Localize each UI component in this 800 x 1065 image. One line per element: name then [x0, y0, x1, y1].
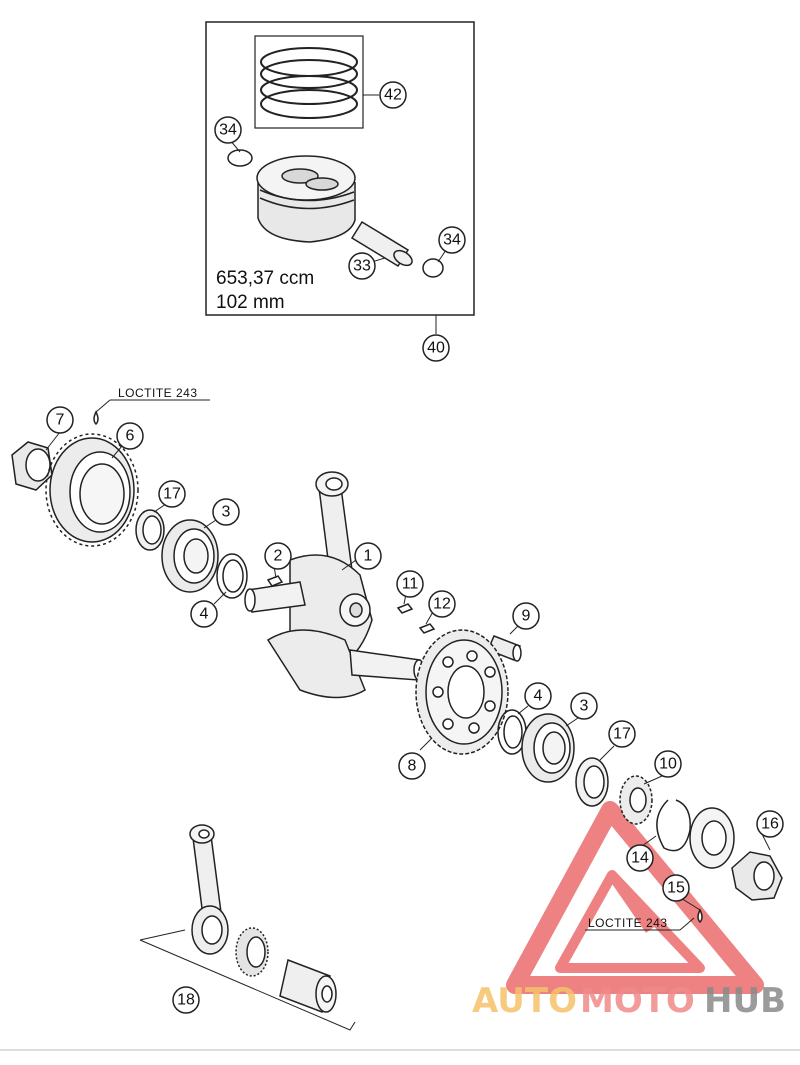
circlip-14: [656, 799, 691, 852]
piston-pin: [350, 220, 413, 268]
callout-4-lower: 4: [524, 682, 552, 710]
callout-1: 1: [354, 542, 382, 570]
callout-17-lower: 17: [608, 720, 636, 748]
svg-text:3: 3: [580, 698, 589, 715]
svg-text:2: 2: [274, 548, 283, 565]
balancer-gear-group: [11, 399, 248, 599]
svg-text:42: 42: [384, 87, 402, 104]
svg-text:14: 14: [631, 850, 649, 867]
sleeve-9: [487, 635, 522, 662]
callout-8: 8: [398, 752, 426, 780]
svg-text:33: 33: [353, 258, 371, 275]
conrod-kit-group: [139, 824, 356, 1031]
svg-text:17: 17: [613, 726, 631, 743]
watermark-text: AUTO MOTO HUB: [472, 981, 786, 1021]
svg-text:17: 17: [163, 486, 181, 503]
callout-40: 40: [422, 334, 450, 362]
svg-text:11: 11: [402, 576, 419, 593]
svg-text:1: 1: [364, 548, 373, 565]
callout-16: 16: [756, 810, 784, 838]
callout-15: 15: [662, 874, 690, 902]
gear-6: [45, 433, 139, 547]
callout-9: 9: [512, 602, 540, 630]
bearing-3-upper: [161, 519, 219, 593]
callout-34-upper: 34: [214, 116, 242, 144]
needle-bearing: [235, 927, 269, 977]
callout-7: 7: [46, 406, 74, 434]
piston-kit-frame: [205, 21, 475, 316]
nut-16: [731, 851, 783, 901]
svg-text:34: 34: [443, 232, 461, 249]
callout-42: 42: [379, 81, 407, 109]
loctite-note-bottom: LOCTITE 243: [588, 916, 668, 930]
loctite-droplet-top: [93, 410, 99, 426]
nut-7: [11, 441, 53, 491]
circlip-right: [422, 258, 444, 278]
callout-14: 14: [626, 844, 654, 872]
callout-33: 33: [348, 252, 376, 280]
svg-text:40: 40: [427, 340, 445, 357]
bearing-3-lower: [521, 713, 575, 783]
piston-kit-group: 653,37 ccm 102 mm: [205, 21, 475, 334]
svg-text:4: 4: [534, 688, 543, 705]
bore-label: 102 mm: [216, 292, 285, 313]
callout-4-upper: 4: [190, 600, 218, 628]
gear-8: [415, 629, 509, 755]
piston-rings-box: [254, 35, 364, 129]
callout-34-lower: 34: [438, 226, 466, 254]
callout-17-upper: 17: [158, 480, 186, 508]
watermark-moto: MOTO: [580, 981, 695, 1021]
displacement-label: 653,37 ccm: [216, 268, 314, 289]
callout-3-lower: 3: [570, 692, 598, 720]
loctite-droplet-bottom: [697, 908, 703, 924]
svg-text:7: 7: [56, 412, 65, 429]
watermark-auto: AUTO: [472, 981, 577, 1021]
loctite-note-top: LOCTITE 243: [118, 386, 198, 400]
sprocket-10: [619, 775, 653, 825]
watermark-hub: HUB: [704, 981, 786, 1021]
crank-pin: [279, 958, 337, 1014]
svg-text:16: 16: [761, 816, 779, 833]
svg-text:10: 10: [659, 756, 677, 773]
svg-text:34: 34: [219, 122, 237, 139]
piston: [256, 155, 356, 243]
callout-18: 18: [172, 986, 200, 1014]
crankshaft: [244, 471, 436, 699]
callout-6: 6: [116, 422, 144, 450]
callout-3-upper: 3: [212, 498, 240, 526]
piston-rings: [260, 47, 358, 119]
lower-right-stack: [497, 709, 783, 931]
callout-11: 11: [396, 570, 424, 598]
callout-2: 2: [264, 542, 292, 570]
svg-text:6: 6: [126, 428, 135, 445]
callout-12: 12: [428, 590, 456, 618]
callout-10: 10: [654, 750, 682, 778]
svg-text:15: 15: [667, 880, 685, 897]
svg-text:4: 4: [200, 606, 209, 623]
circlip-left: [227, 149, 253, 167]
svg-text:8: 8: [408, 758, 417, 775]
svg-text:12: 12: [433, 596, 451, 613]
shim-4-upper: [216, 553, 248, 599]
callouts: 42 34 34 33 40 7 6 17 3 4 2 1 11 12 9 8 …: [46, 81, 784, 1014]
svg-text:3: 3: [222, 504, 231, 521]
svg-text:9: 9: [522, 608, 531, 625]
svg-text:18: 18: [177, 992, 195, 1009]
leader-lines: [45, 94, 771, 911]
